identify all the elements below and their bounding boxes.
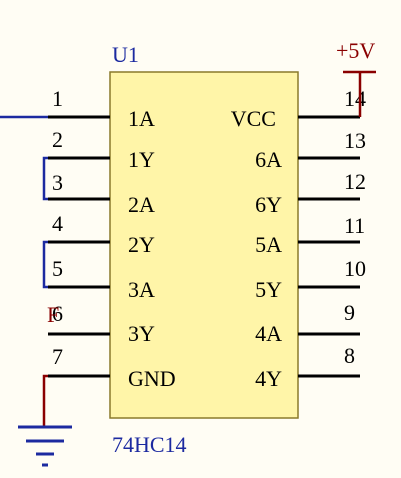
right-pin-11[interactable]: 11 5A [255, 213, 365, 257]
pin-number: 7 [52, 344, 63, 369]
pin-name: 5Y [255, 277, 282, 302]
left-pin-3[interactable]: 3 2A [48, 170, 155, 217]
right-pin-8[interactable]: 8 4Y [255, 343, 360, 391]
pin-number: 14 [344, 86, 366, 111]
pin-number: 9 [344, 300, 355, 325]
power-port-5v[interactable]: +5V [336, 38, 376, 117]
left-pin-7[interactable]: 7 GND [48, 344, 176, 391]
pin-name: 1A [128, 106, 155, 131]
left-pin-6[interactable]: 6 3Y [48, 301, 155, 346]
pin-name: GND [128, 366, 176, 391]
left-pin-5[interactable]: 5 3A [48, 256, 155, 302]
jumper-pin4-pin5[interactable] [42, 240, 48, 289]
pin-number: 3 [52, 170, 63, 195]
pin-number: 1 [52, 86, 63, 111]
pin-number: 11 [344, 213, 365, 238]
ic-part-number: 74HC14 [112, 432, 187, 457]
net-label-f: F [47, 302, 59, 327]
pin-number: 2 [52, 127, 63, 152]
pin-name: 2Y [128, 232, 155, 257]
pin-number: 6 [52, 301, 63, 326]
left-pin-4[interactable]: 4 2Y [48, 211, 155, 257]
right-pin-13[interactable]: 13 6A [255, 128, 366, 172]
right-pin-12[interactable]: 12 6Y [255, 169, 366, 217]
ic-refdes: U1 [112, 42, 139, 67]
pin-name: 6Y [255, 192, 282, 217]
pin-number: 4 [52, 211, 63, 236]
pin-name: 6A [255, 147, 282, 172]
right-pin-10[interactable]: 10 5Y [255, 256, 366, 302]
pin-number: 5 [52, 256, 63, 281]
pin-number: 12 [344, 169, 366, 194]
pin-number: 10 [344, 256, 366, 281]
ground-symbol[interactable] [18, 374, 72, 467]
left-pin-2[interactable]: 2 1Y [48, 127, 155, 172]
ic-body[interactable] [109, 71, 299, 419]
right-pin-9[interactable]: 9 4A [255, 300, 360, 346]
pin-name: 5A [255, 232, 282, 257]
left-pin-1[interactable]: 1 1A [48, 86, 155, 131]
pin-name: 4Y [255, 366, 282, 391]
pin-name: 3A [128, 277, 155, 302]
pin-name: 1Y [128, 147, 155, 172]
pin-number: 13 [344, 128, 366, 153]
pin-number: 8 [344, 343, 355, 368]
power-net-label: +5V [336, 38, 375, 63]
pin-name: VCC [231, 106, 276, 131]
pin-name: 3Y [128, 321, 155, 346]
pin-name: 4A [255, 321, 282, 346]
jumper-pin2-pin3[interactable] [42, 156, 48, 201]
pin-name: 2A [128, 192, 155, 217]
